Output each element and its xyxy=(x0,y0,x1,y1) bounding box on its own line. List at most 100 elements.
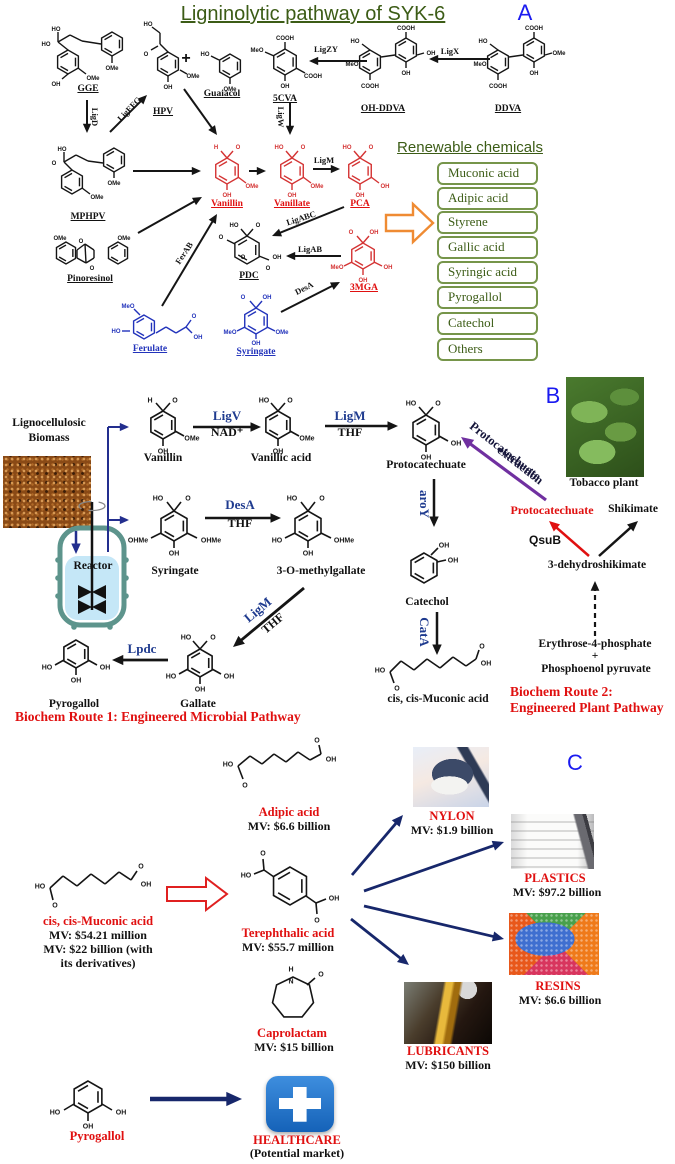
svg-text:COOH: COOH xyxy=(304,74,322,80)
svg-text:OH: OH xyxy=(370,230,379,236)
arrow-30 xyxy=(363,840,504,893)
label-lignocellulosic: Lignocellulosic xyxy=(12,417,86,429)
label-mv-1-9-billion: MV: $1.9 billion xyxy=(410,823,494,837)
renewable-item-gallic-acid: Gallic acid xyxy=(437,236,538,259)
svg-text:OH: OH xyxy=(52,82,61,88)
svg-text:HO: HO xyxy=(50,1109,61,1116)
svg-text:HO: HO xyxy=(153,495,164,502)
svg-text:OMe: OMe xyxy=(184,435,199,442)
arrow-25 xyxy=(461,437,547,502)
svg-text:OH: OH xyxy=(83,1123,94,1130)
label-cis-cis-muconic-acid: cis, cis-Muconic acid xyxy=(42,914,154,928)
label-biochem-route-1-engineered-microbial-pathway: Biochem Route 1: Engineered Microbial Pa… xyxy=(15,709,301,724)
svg-text:HO: HO xyxy=(479,39,488,45)
label-aroy: aroY xyxy=(417,490,432,518)
svg-text:OH: OH xyxy=(100,664,111,671)
svg-text:OMe: OMe xyxy=(245,184,259,190)
label-c: C xyxy=(567,750,583,775)
label-biochem-route-2: Biochem Route 2: xyxy=(510,684,613,699)
svg-text:O: O xyxy=(435,400,441,407)
label-plastics: PLASTICS xyxy=(524,871,586,885)
arrow-26 xyxy=(549,521,590,557)
svg-text:H: H xyxy=(147,397,152,404)
svg-text:HO: HO xyxy=(112,329,121,335)
label-gge: GGE xyxy=(77,84,99,94)
label-healthcare: HEALTHCARE xyxy=(253,1133,341,1147)
svg-text:O: O xyxy=(256,223,261,229)
label-vanillin: Vanillin xyxy=(211,199,243,209)
label-5cva: 5CVA xyxy=(272,94,298,104)
svg-text:O: O xyxy=(79,239,84,245)
svg-text:O: O xyxy=(219,235,224,241)
svg-text:O: O xyxy=(90,266,95,272)
arrow-0 xyxy=(82,100,92,133)
label-erythrose-4-phosphate: Erythrose-4-phosphate xyxy=(538,638,652,650)
svg-text:O: O xyxy=(260,850,266,857)
arrow-2 xyxy=(183,88,217,135)
svg-text:HO: HO xyxy=(35,883,46,890)
svg-text:HO: HO xyxy=(58,147,67,153)
label-ligx: LigX xyxy=(440,46,460,56)
label-qsub: QsuB xyxy=(528,533,561,547)
svg-text:HO: HO xyxy=(166,673,177,680)
label-nylon: NYLON xyxy=(429,809,475,823)
label-mv-15-billion: MV: $15 billion xyxy=(254,1040,334,1054)
label-terephthalic-acid: Terephthalic acid xyxy=(241,926,335,940)
svg-text:O: O xyxy=(242,782,248,789)
renewable-chemicals-header: Renewable chemicals xyxy=(397,139,543,156)
arrow-22 xyxy=(205,513,281,523)
label-ligw: LigW xyxy=(276,106,286,128)
svg-text:O: O xyxy=(314,737,320,744)
svg-text:OH: OH xyxy=(329,895,340,902)
svg-text:OHMe: OHMe xyxy=(128,537,148,544)
svg-text:HO: HO xyxy=(223,761,234,768)
label-pyrogallol: Pyrogallol xyxy=(48,698,100,710)
arrow-19 xyxy=(325,421,398,431)
label-mv-97-2-billion: MV: $97.2 billion xyxy=(512,885,602,899)
label-syringate: Syringate xyxy=(151,565,199,577)
arrow-27 xyxy=(598,521,638,557)
renewable-item-muconic-acid: Muconic acid xyxy=(437,162,538,185)
svg-text:OMe: OMe xyxy=(299,435,314,442)
label-thf: THF xyxy=(337,425,363,439)
label-a: A xyxy=(517,0,533,25)
arrow-3 xyxy=(285,102,295,135)
arrow-4 xyxy=(309,56,367,66)
struct-caprolactam: HNO xyxy=(271,966,324,1018)
label-mv-54-21-million: MV: $54.21 million xyxy=(49,928,147,942)
label-guaiacol: Guaiacol xyxy=(203,89,241,99)
svg-text:O: O xyxy=(138,863,144,870)
svg-text:COOH: COOH xyxy=(276,36,294,42)
arrow-13 xyxy=(280,282,340,313)
label-caprolactam: Caprolactam xyxy=(257,1026,327,1040)
arrow-14 xyxy=(71,531,81,554)
svg-text:HO: HO xyxy=(272,537,283,544)
renewable-item-adipic-acid: Adipic acid xyxy=(437,187,538,210)
svg-text:HO: HO xyxy=(375,667,386,674)
svg-text:OH: OH xyxy=(356,193,365,199)
arrow-1 xyxy=(109,95,147,133)
label-ligab: LigAB xyxy=(297,244,323,254)
svg-text:O: O xyxy=(266,266,271,272)
nylon-photo xyxy=(413,747,489,807)
arrow-32 xyxy=(350,917,409,965)
label-thf: THF xyxy=(227,516,253,530)
label-3-o-methylgallate: 3-O-methylgallate xyxy=(276,565,366,577)
label-pdc: PDC xyxy=(239,271,259,281)
label-ligm: LigM xyxy=(313,155,335,165)
label-its-derivatives: its derivatives) xyxy=(60,956,136,970)
renewable-item-others: Others xyxy=(437,338,538,361)
label-vanillin: Vanillin xyxy=(143,452,183,464)
svg-text:OH: OH xyxy=(402,71,411,77)
svg-text:OH: OH xyxy=(71,677,82,684)
